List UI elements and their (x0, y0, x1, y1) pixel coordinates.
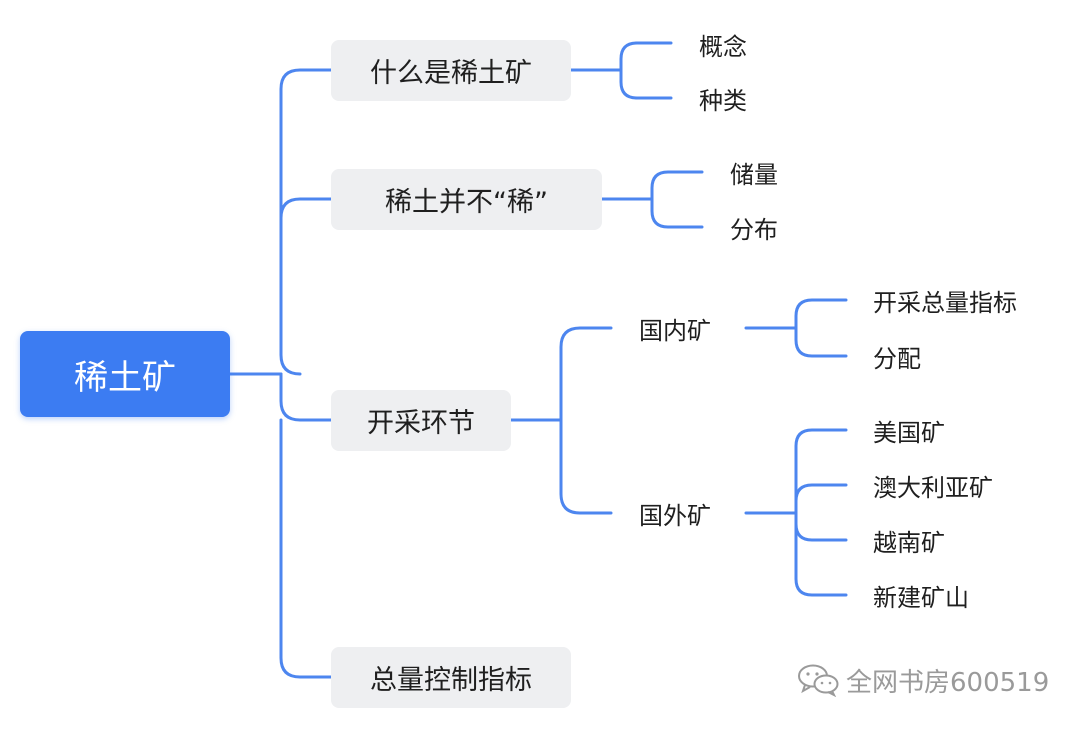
leaf-label: 美国矿 (873, 418, 945, 447)
connector-root-branch-1 (279, 68, 333, 376)
leaf-node[interactable]: 概念 (699, 27, 747, 61)
watermark: 全网书房600519 (796, 660, 1049, 700)
leaf-label: 澳大利亚矿 (873, 473, 993, 502)
leaf-node[interactable]: 美国矿 (873, 413, 945, 447)
connector-root-branch-2 (279, 197, 333, 220)
connector-sub2-leaf4 (794, 511, 848, 597)
branch-label: 什么是稀土矿 (370, 58, 532, 89)
leaf-node[interactable]: 越南矿 (873, 523, 945, 557)
leaf-node[interactable]: 分布 (730, 210, 778, 244)
subgroup-label: 国外矿 (639, 501, 711, 530)
leaf-node[interactable]: 储量 (730, 155, 778, 189)
branch-label: 总量控制指标 (370, 665, 532, 696)
connector-branch2-leaf2 (650, 197, 704, 229)
leaf-label: 分布 (730, 215, 778, 244)
subgroup-label: 国内矿 (639, 316, 711, 345)
connector-branch3-sub1 (559, 326, 613, 422)
leaf-label: 概念 (699, 32, 747, 61)
leaf-label: 储量 (730, 160, 778, 189)
connector-sub2-leaf1 (794, 428, 848, 515)
leaf-node[interactable]: 澳大利亚矿 (873, 468, 993, 502)
connector-branch1-leaf2 (619, 68, 673, 100)
leaf-node[interactable]: 种类 (699, 81, 747, 115)
connector-branch1-leaf1 (619, 41, 673, 72)
connector-sub2-leaf3 (794, 511, 848, 542)
leaf-label: 新建矿山 (873, 583, 969, 612)
connector-sub1-leaf2 (794, 326, 848, 358)
leaf-label: 开采总量指标 (873, 288, 1017, 317)
branch-node-3[interactable]: 开采环节 (331, 390, 511, 451)
connector-sub1-leaf1 (794, 298, 848, 330)
leaf-node[interactable]: 开采总量指标 (873, 283, 1017, 317)
root-label: 稀土矿 (74, 357, 176, 398)
leaf-node[interactable]: 新建矿山 (873, 578, 969, 612)
subgroup-node-1[interactable]: 国内矿 (639, 310, 711, 346)
leaf-label: 种类 (699, 86, 747, 115)
leaf-label: 分配 (873, 344, 921, 373)
branch-node-4[interactable]: 总量控制指标 (331, 647, 571, 708)
connector-root-branch-3 (279, 372, 333, 422)
leaf-label: 越南矿 (873, 528, 945, 557)
connector-root-branch-4 (279, 418, 333, 679)
connector-branch2-leaf1 (650, 170, 704, 201)
connector-branch3-sub2 (559, 418, 613, 515)
wechat-icon (798, 664, 839, 697)
watermark-text: 全网书房600519 (846, 667, 1050, 698)
branch-label: 稀土并不“稀” (385, 187, 548, 218)
branch-node-2[interactable]: 稀土并不“稀” (331, 169, 602, 230)
leaf-node[interactable]: 分配 (873, 339, 921, 373)
connector-sub2-leaf2 (794, 483, 848, 515)
branch-node-1[interactable]: 什么是稀土矿 (331, 40, 571, 101)
subgroup-node-2[interactable]: 国外矿 (639, 495, 711, 531)
root-node[interactable]: 稀土矿 (20, 331, 230, 417)
branch-label: 开采环节 (367, 408, 475, 439)
